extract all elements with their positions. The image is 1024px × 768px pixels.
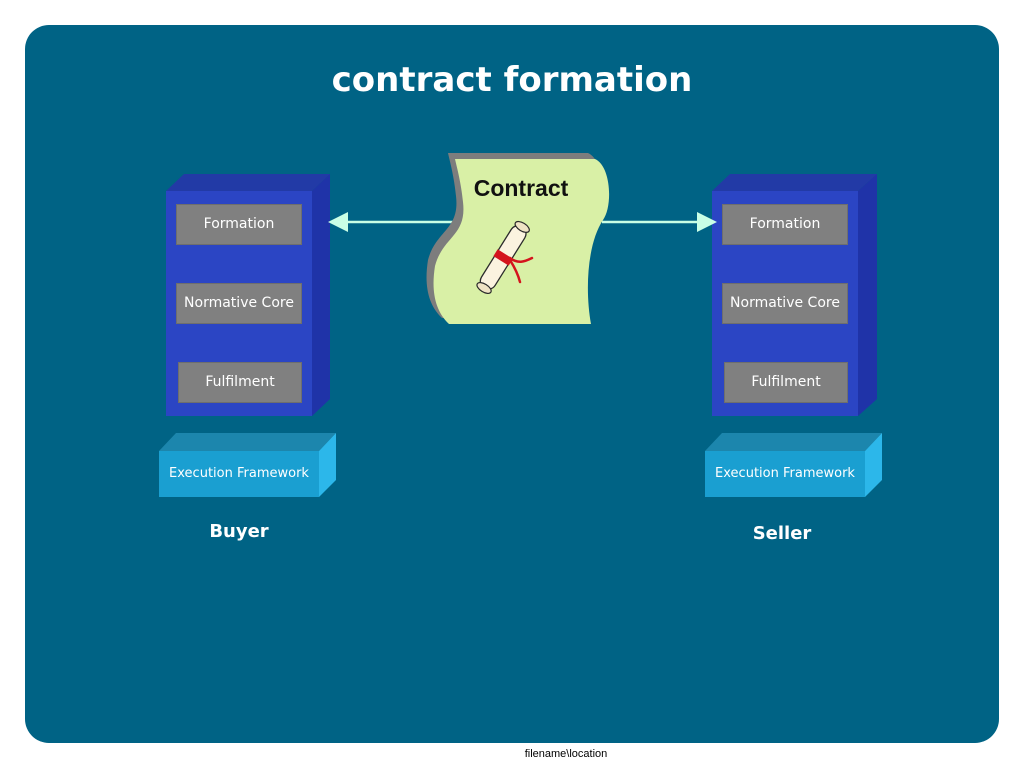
seller-layer-formation: Formation xyxy=(722,204,848,245)
seller-exec-front xyxy=(705,451,865,497)
buyer-execution-label: Execution Framework xyxy=(169,466,309,481)
buyer-tower-top xyxy=(166,174,330,191)
seller-exec-side xyxy=(865,433,882,497)
seller-label: Seller xyxy=(752,523,812,544)
buyer-exec-front xyxy=(159,451,319,497)
slide-title: contract formation xyxy=(331,60,693,100)
seller-tower-top xyxy=(712,174,877,191)
seller-layer-normative-core: Normative Core xyxy=(722,283,848,324)
buyer-label: Buyer xyxy=(209,521,269,542)
scroll-ribbon-icon xyxy=(508,256,534,284)
buyer-tower-side xyxy=(312,174,330,416)
buyer-layer-normative-core: Normative Core xyxy=(176,283,302,324)
buyer-layer-formation: Formation xyxy=(176,204,302,245)
seller-tower-side xyxy=(858,174,877,416)
seller-exec-top xyxy=(705,433,882,451)
seller-layer-fulfilment: Fulfilment xyxy=(724,362,848,403)
contract-label: Contract xyxy=(473,175,569,201)
buyer-exec-side xyxy=(319,433,336,497)
buyer-execution-block xyxy=(159,433,336,497)
buyer-layer-fulfilment: Fulfilment xyxy=(178,362,302,403)
buyer-exec-top xyxy=(159,433,336,451)
seller-execution-block xyxy=(705,433,882,497)
footer-filename: filename\location xyxy=(524,748,608,760)
seller-execution-label: Execution Framework xyxy=(715,466,855,481)
